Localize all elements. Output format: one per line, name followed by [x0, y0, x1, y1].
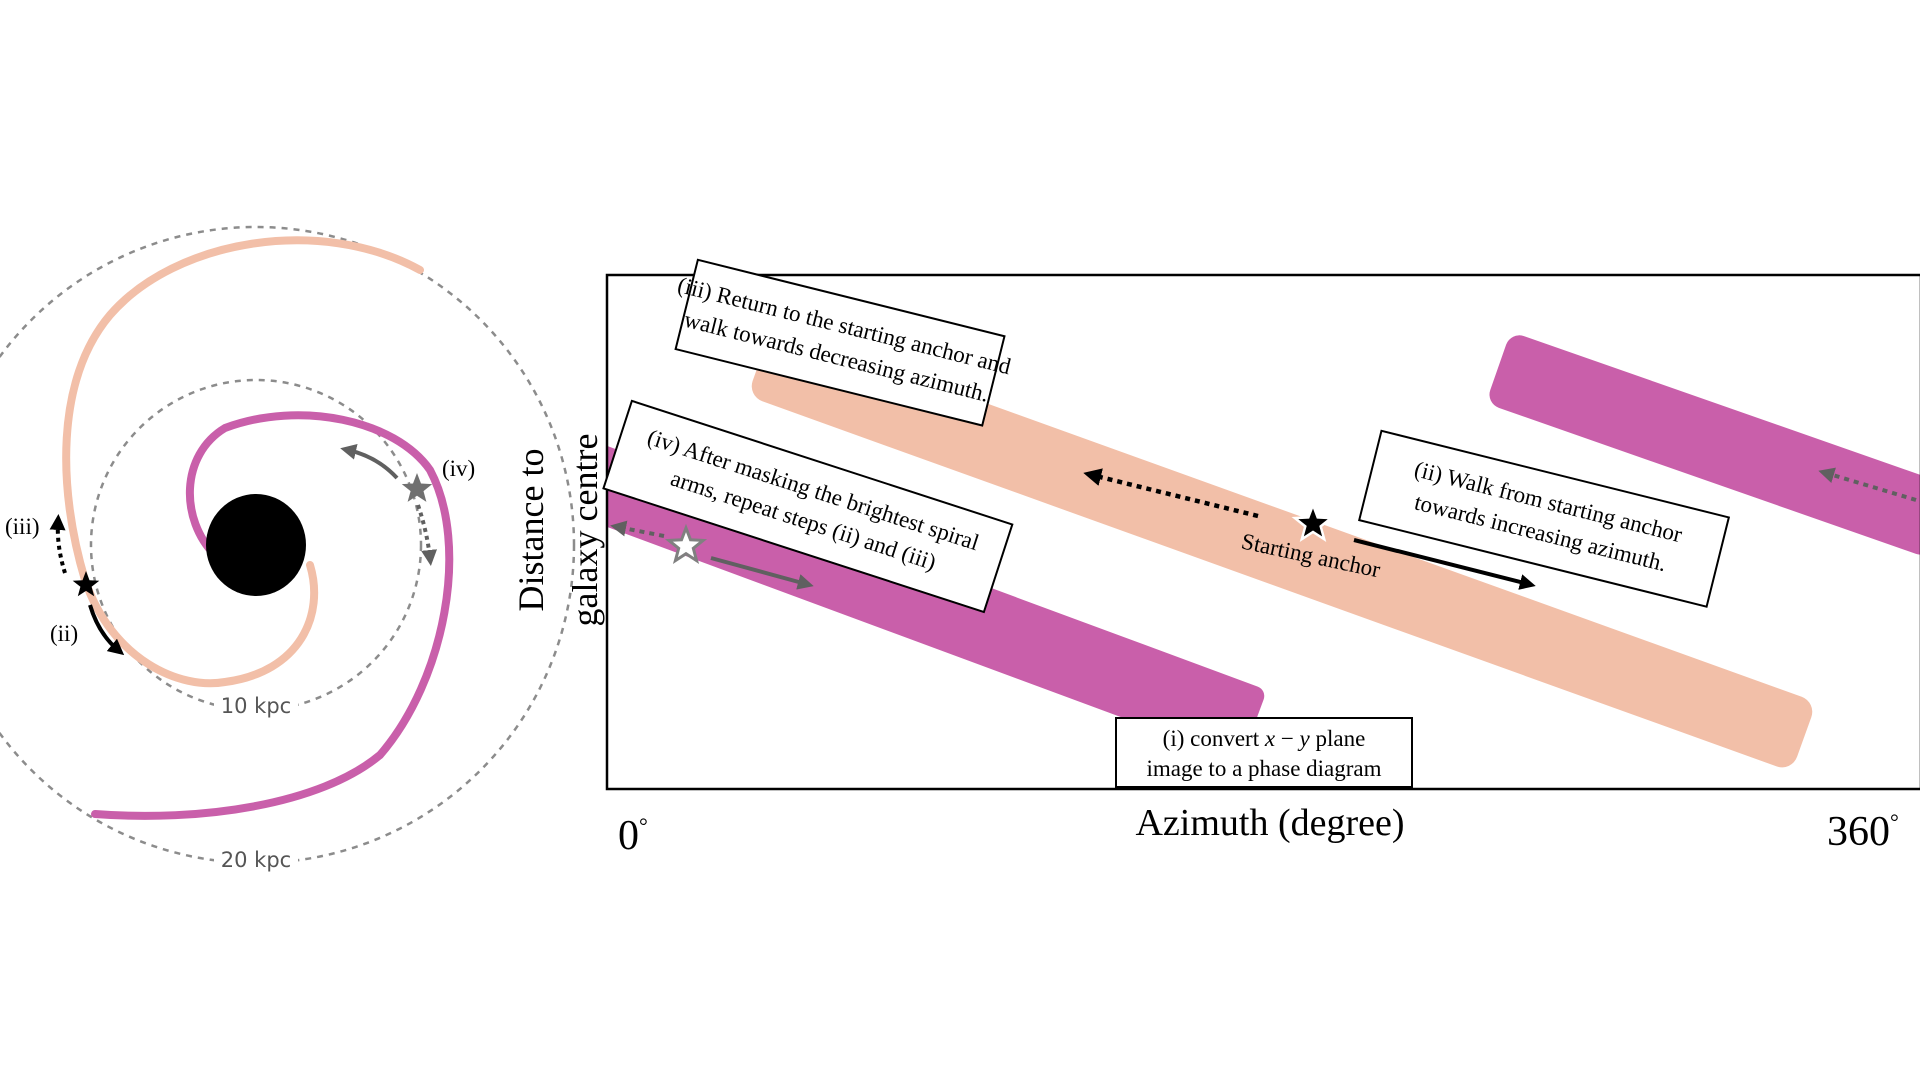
- x-axis-end-tick: 360°: [1827, 809, 1899, 855]
- galaxy-starting-anchor-star-icon: [72, 571, 100, 597]
- ring-10kpc: [89, 378, 423, 712]
- y-axis-label-line1: Distance to: [511, 449, 551, 612]
- callout-step-i-line2: image to a phase diagram: [1146, 756, 1381, 781]
- callout-step-i-line1: (i) convert x − y plane: [1163, 726, 1366, 751]
- x-axis-label: Azimuth (degree): [1135, 802, 1404, 844]
- galaxy-schematic: 10 kpc 20 kpc (iii) (ii) (iv): [0, 225, 576, 872]
- phase-diagram-frame: [605, 273, 1920, 791]
- phase-masked-anchor-star-icon: [664, 523, 708, 564]
- inner-arm-band-right: [1489, 335, 1920, 555]
- galaxy-step-iv-lower-arrow: [416, 504, 438, 566]
- phase-step-iii-arrow: [1083, 468, 1259, 519]
- galaxy-step-ii-label: (ii): [50, 621, 78, 646]
- ring-20kpc-label-bg: [214, 848, 298, 872]
- ring-20kpc-label: 20 kpc: [221, 848, 291, 872]
- phase-step-iv-left-arrow: [610, 520, 665, 538]
- galaxy-step-iii-arrow: [49, 514, 67, 574]
- outer-arm-band: [751, 330, 1813, 768]
- galaxy-bulge: [206, 494, 306, 596]
- galaxy-step-ii-arrow: [88, 604, 125, 656]
- phase-step-ii-arrow: [1353, 538, 1536, 590]
- galaxy-step-iii-label: (iii): [5, 514, 40, 539]
- phase-starting-anchor-star-icon: [1291, 501, 1335, 543]
- callout-step-ii: (ii) Walk from starting anchor towards i…: [1358, 429, 1731, 608]
- callout-step-iii: (iii) Return to the starting anchor and …: [674, 258, 1014, 427]
- y-axis-label-line2: galaxy centre: [565, 434, 605, 627]
- ring-20kpc: [0, 225, 576, 865]
- galaxy-step-iv-label: (iv): [442, 456, 475, 481]
- phase-step-iv-right-arrow: [710, 556, 814, 590]
- galaxy-masked-anchor-star-icon: [401, 473, 433, 502]
- ring-10kpc-label: 10 kpc: [221, 694, 291, 718]
- galaxy-step-iv-upper-arrow: [340, 443, 399, 480]
- outer-spiral-arm: [62, 236, 424, 688]
- phase-diagram: Starting anchor (iii) Return to the star…: [511, 258, 1920, 859]
- inner-spiral-arm: [91, 411, 454, 820]
- ring-10kpc-label-bg: [214, 694, 298, 718]
- x-axis-start-tick: 0°: [618, 813, 648, 859]
- callout-step-i: (i) convert x − y plane image to a phase…: [1115, 717, 1413, 788]
